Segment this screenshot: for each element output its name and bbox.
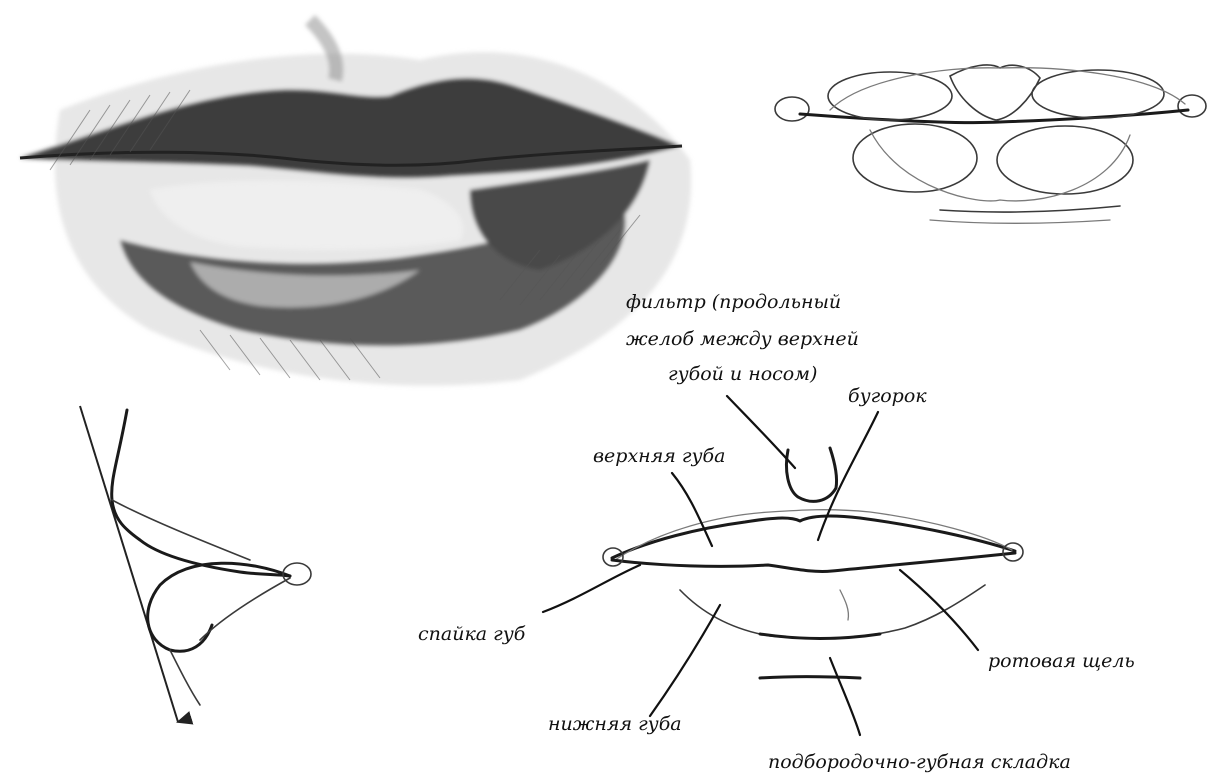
mouth-slit-line	[612, 553, 1015, 571]
lower-lip-contour	[680, 585, 985, 638]
upper-lip-contour	[612, 516, 1015, 558]
philtrum-shape	[786, 448, 836, 501]
label-mentolabial-fold: подбородочно-губная складка	[768, 751, 1071, 773]
lip-profile-sketch	[80, 406, 311, 722]
label-upper-lip: верхняя губа	[593, 445, 725, 467]
mentolabial-fold-line	[760, 677, 860, 679]
label-philtrum-line3: губой и носом)	[668, 363, 817, 385]
shaded-lips-sketch	[20, 20, 691, 386]
label-philtrum-line2: желоб между верхней	[626, 328, 859, 350]
label-lower-lip: нижняя губа	[548, 713, 682, 735]
label-philtrum-line1: фильтр (продольный	[626, 291, 841, 313]
label-mouth-slit: ротовая щель	[988, 650, 1135, 672]
lip-volume-schematic	[775, 65, 1206, 223]
label-commissure: спайка губ	[418, 623, 526, 645]
label-tubercle: бугорок	[848, 385, 927, 407]
